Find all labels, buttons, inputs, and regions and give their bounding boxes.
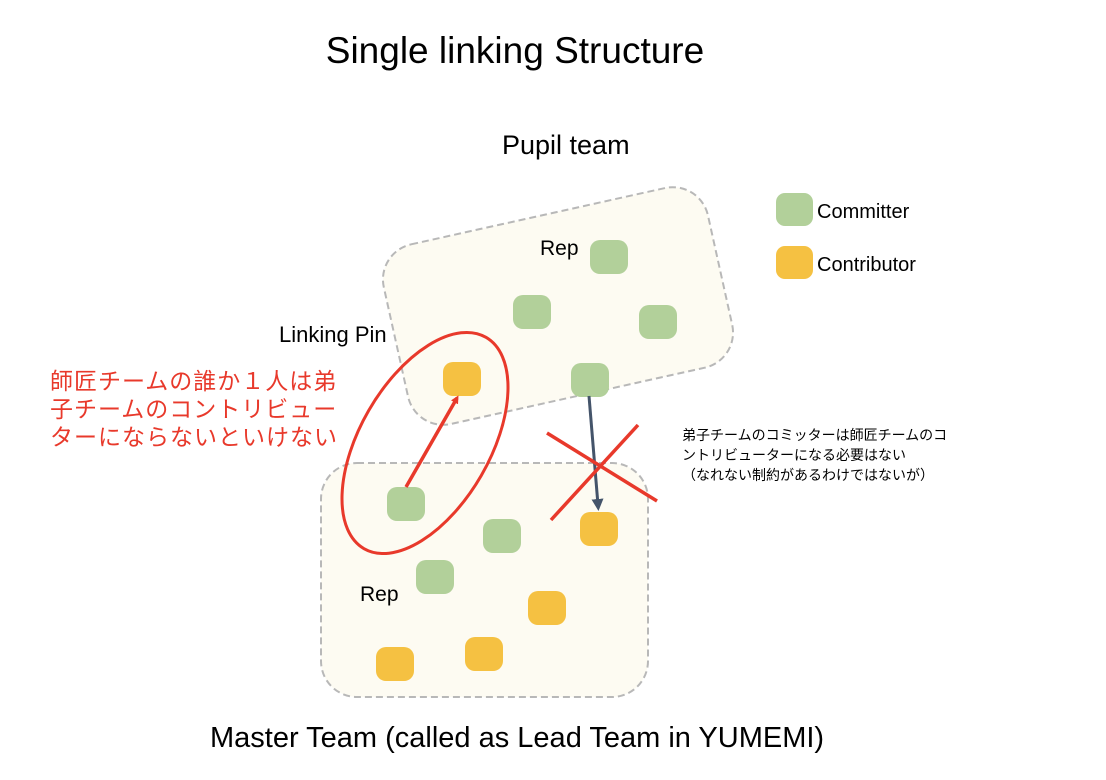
master-contributor-member xyxy=(528,591,566,625)
master-committer-member xyxy=(416,560,454,594)
black-note-line: 弟子チームのコミッターは師匠チームのコ xyxy=(682,428,948,444)
legend-contributor-label: Contributor xyxy=(817,254,916,276)
linking-pin-highlight-ellipse xyxy=(340,330,510,556)
master-contributor-member xyxy=(580,512,618,546)
legend-committer-label: Committer xyxy=(817,201,910,223)
pupil-committer-member xyxy=(513,295,551,329)
linking-pin-requirement-note: 師匠チームの誰か１人は弟 子チームのコントリビュー ターにならないといけない xyxy=(50,368,370,452)
red-note-line: 師匠チームの誰か１人は弟 xyxy=(50,369,338,395)
black-note-line: （なれない制約があるわけではないが） xyxy=(682,468,934,484)
master-committer-member xyxy=(387,487,425,521)
black-note-line: ントリビューターになる必要はない xyxy=(682,448,906,464)
master-committer-member xyxy=(483,519,521,553)
pupil-committer-member xyxy=(639,305,677,339)
linking-pin-label: Linking Pin xyxy=(279,322,387,347)
legend-contributor-swatch xyxy=(776,246,813,279)
legend-committer-swatch xyxy=(776,193,813,226)
master-contributor-member xyxy=(465,637,503,671)
master-rep-label: Rep xyxy=(360,583,399,606)
pupil-committer-member xyxy=(590,240,628,274)
pupil-team-box xyxy=(381,186,735,426)
pupil-team-label: Pupil team xyxy=(502,130,630,160)
linking-pin-arrow xyxy=(404,395,459,488)
master-contributor-member xyxy=(376,647,414,681)
master-team-label: Master Team (called as Lead Team in YUME… xyxy=(210,722,825,754)
diagram-title: Single linking Structure xyxy=(325,30,705,71)
committer-to-contributor-arrow xyxy=(587,395,604,511)
red-note-line: 子チームのコントリビュー xyxy=(50,397,338,423)
committer-not-required-note: 弟子チームのコミッターは師匠チームのコ ントリビューターになる必要はない （なれ… xyxy=(682,426,1042,486)
pupil-contributor-member xyxy=(443,362,481,396)
pupil-committer-member xyxy=(571,363,609,397)
red-note-line: ターにならないといけない xyxy=(50,425,338,451)
master-team-box xyxy=(320,462,649,698)
pupil-rep-label: Rep xyxy=(540,237,579,260)
not-required-cross-icon xyxy=(546,423,658,522)
